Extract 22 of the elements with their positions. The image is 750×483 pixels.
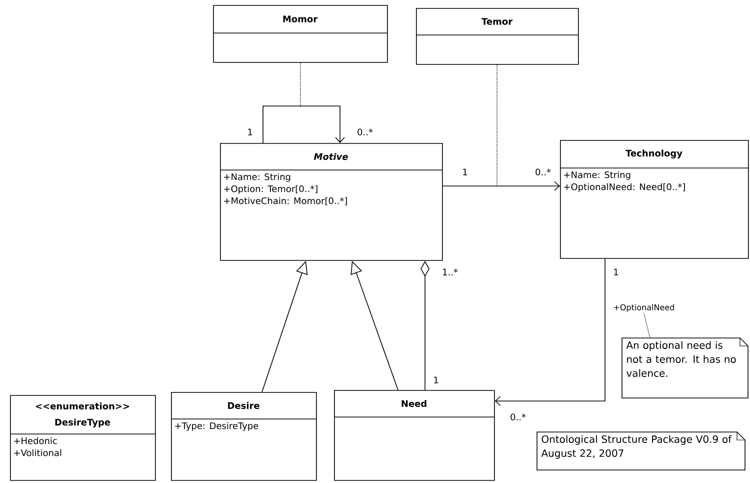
class-box: Need — [334, 390, 495, 481]
multiplicity-label: 1 — [614, 268, 618, 276]
association-arrow — [262, 106, 345, 144]
class-box: Motive +Name: String +Option: Temor[0..*] +MotiveChain: Momor[0..*] — [220, 143, 443, 261]
association-arrow — [442, 181, 560, 191]
role-name: +OptionalNeed — [614, 304, 674, 312]
multiplicity-label: 0..* — [536, 168, 551, 176]
class-box: Desire +Type: DesireType — [170, 392, 317, 481]
association-class-line — [496, 64, 498, 188]
class-box: <<enumeration>> DesireType +Hedonic +Volitional — [10, 395, 156, 481]
multiplicity-label: 1..* — [443, 268, 458, 276]
association-class-line — [300, 62, 301, 108]
leader-line — [644, 312, 650, 338]
class-box: Temor — [416, 8, 579, 65]
class-box: Technology +Name: String +OptionalNeed: Need[0..*] — [560, 140, 749, 259]
association-arrow — [494, 258, 606, 406]
class-box: Momor — [212, 5, 388, 63]
multiplicity-label: 0..* — [510, 414, 526, 420]
multiplicity-label: 1 — [434, 376, 438, 384]
note-box: An optional need is not a temor. It has no valence. — [622, 338, 748, 398]
multiplicity-label: 1 — [463, 168, 468, 176]
note-box: Ontological Structure Package V0.9 of August 22, 2007 — [536, 432, 746, 470]
